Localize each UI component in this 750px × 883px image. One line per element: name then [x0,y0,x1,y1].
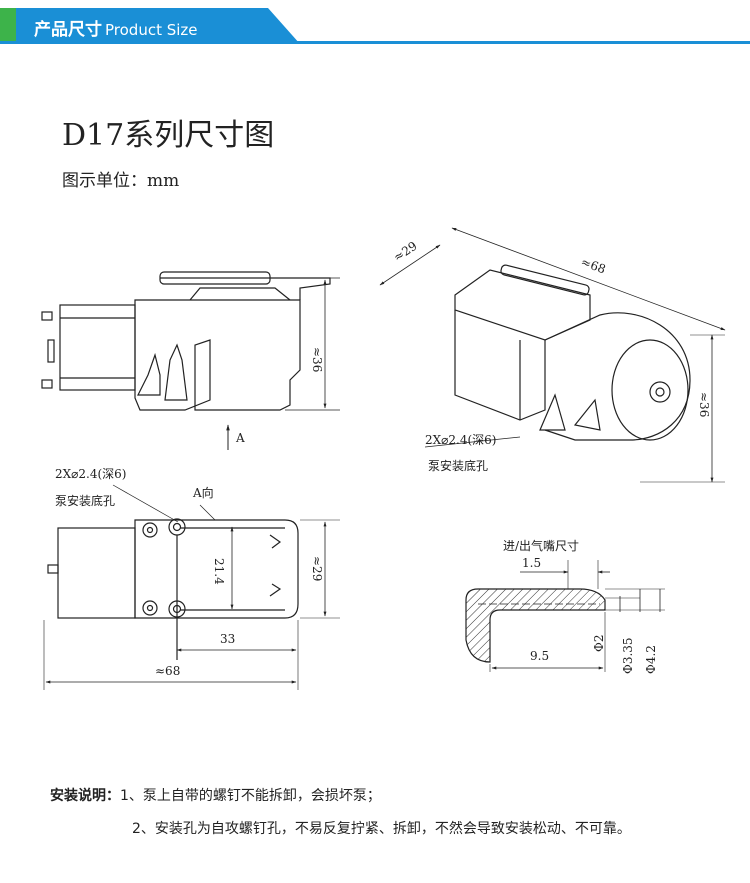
hole-spacing-dim: 21.4 [212,558,226,585]
nozzle-length: 9.5 [530,649,549,663]
iso-motor [544,312,691,441]
header-title-cn: 产品尺寸 [34,20,102,40]
unit-label: 图示单位：mm [62,171,180,191]
bottom-hole-label: 泵安装底孔 [55,493,115,508]
header-accent-bar [0,8,16,44]
side-height-dim: ≈36 [310,347,324,372]
nozzle-left [137,352,161,396]
iso-height-dim: ≈36 [697,392,711,417]
side-view [41,271,340,450]
bottom-pump-body [134,519,299,619]
hole-offset-dim: 33 [220,632,235,646]
install-notes-label: 安装说明： [50,788,120,804]
bottom-view [43,484,340,690]
nozzle-d-inner: Φ2 [592,635,606,652]
header-title-en: Product Size [105,21,198,39]
nozzle-right [164,343,188,401]
iso-nozzle [539,393,566,431]
nozzle-section [465,560,665,672]
bottom-hole-note: 2X⌀2.4(深6) [55,467,127,481]
bottom-length-dim: ≈68 [155,664,180,678]
bottom-view-label: A向 [192,485,214,500]
header-rule [0,41,750,44]
iso-hole-label: 泵安装底孔 [428,458,488,473]
bottom-width-dim: ≈29 [310,556,324,581]
install-note-2: 2、安装孔为自攻螺钉孔，不易反复拧紧、拆卸，不然会导致安装松动、不可靠。 [132,818,631,838]
install-note-1-text: 1、泵上自带的螺钉不能拆卸，会损坏泵； [120,788,381,804]
nozzle-d-barb: Φ4.2 [644,645,658,674]
view-arrow-label: A [235,431,245,445]
nozzle-title: 进/出气嘴尺寸 [503,538,579,553]
bottom-motor [57,527,136,619]
nozzle-d-outer: Φ3.35 [621,637,635,674]
iso-width-dim: ≈29 [391,239,420,265]
install-note-2-text: 2、安装孔为自攻螺钉孔，不易反复拧紧、拆卸，不然会导致安装松动、不可靠。 [132,821,631,837]
nozzle-wall [465,588,606,663]
iso-hole-note: 2X⌀2.4(深6) [425,433,497,447]
install-note-1: 安装说明：1、泵上自带的螺钉不能拆卸，会损坏泵； [50,785,381,805]
page-title: D17系列尺寸图 [62,118,275,153]
pump-head [134,299,301,411]
iso-length-dim: ≈68 [579,255,608,277]
iso-view [379,227,726,483]
nozzle-tip-length: 1.5 [522,556,541,570]
header-tab [0,8,300,44]
